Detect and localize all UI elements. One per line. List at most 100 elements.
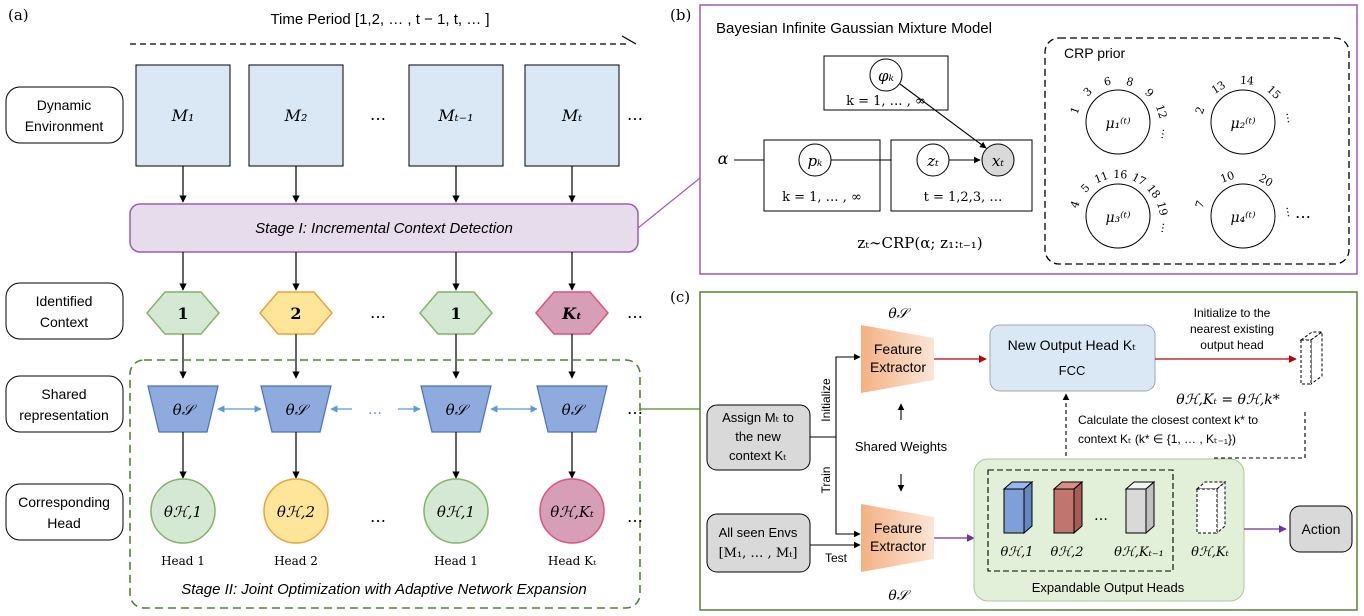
customer-number: 13 [1209,78,1228,96]
customer-number: 6 [1103,75,1113,89]
new-head-cube-placeholder [1299,331,1324,385]
head-ellipsis: … [370,507,386,526]
svg-text:Shared: Shared [41,386,86,402]
customer-number: ⋯ [1155,127,1170,140]
theta-assignment-equation: θℋ,Kₜ = θℋ,k* [1176,392,1279,408]
stage1-to-context-arrows [179,252,576,291]
svg-text:representation: representation [19,407,109,423]
feature-extractor-bottom: Feature Extractor [861,504,934,572]
theta-s-label: θ𝒮 [173,401,198,419]
svg-text:Context: Context [40,314,88,330]
customer-number: 12 [1153,103,1170,120]
context-hexagons: 1 2 1 Kₜ [146,291,609,335]
shared-representation-3: θ𝒮 [420,385,492,433]
svg-text:Head: Head [47,515,80,531]
crp-prior-title: CRP prior [1064,45,1126,61]
svg-text:Assign Mₜ to: Assign Mₜ to [722,410,794,425]
head-parameter: θℋ,1 [437,503,475,521]
svg-text:Stage I: Incremental Context D: Stage I: Incremental Context Detection [255,220,513,237]
table-mean: μ₄⁽ᵗ⁾ [1230,210,1256,226]
phi-to-x-arrow [899,83,987,149]
context-hexagon-2: 2 [259,291,333,335]
customer-number: 20 [1256,171,1275,189]
context-hexagon-1: 1 [146,291,220,335]
theta-s-label: θ𝒮 [562,401,587,419]
head-parameter: θℋ,1 [164,503,202,521]
head-parameter: θℋ,2 [277,503,315,521]
plate-t: zₜ xₜ t = 1,2,3, … [890,139,1033,212]
env-box-t-minus-1: Mₜ₋₁ [408,64,504,167]
svg-text:Identified: Identified [36,293,93,309]
svg-text:Mₜ: Mₜ [561,106,582,125]
svg-text:[M₁, … , Mₜ]: [M₁, … , Mₜ] [719,546,798,561]
shared-representation-4: θ𝒮 [536,385,608,433]
env-box-2: M₂ [248,64,344,167]
crp-equation: zₜ∼CRP(α; z₁:ₜ₋₁) [857,234,982,252]
context-ellipsis-end: … [627,303,643,322]
shared-representation-blocks: θ𝒮 θ𝒮 θ𝒮 θ𝒮 [147,385,608,433]
svg-text:zₜ: zₜ [926,152,939,170]
row-label-dynamic-environment: Dynamic Environment [5,86,124,144]
panel-b-label: (b) [670,6,691,24]
expandable-heads-region [973,458,1245,602]
head-cube-4: θℋ,Kₜ [1191,480,1230,560]
panel-a-label: (a) [8,6,29,24]
fe-top-theta: θ𝒮 [888,306,911,322]
plate-phi: φₖ k = 1, … , ∞ [823,55,949,111]
table-mean: μ₁⁽ᵗ⁾ [1105,116,1131,132]
head-cube-label: θℋ,2 [1050,545,1083,560]
context-to-shared-arrows [179,334,576,379]
svg-text:Dynamic: Dynamic [37,97,91,113]
panel-c-label: (c) [670,288,690,306]
customer-number: 8 [1125,75,1135,89]
stage2-label: Stage II: Joint Optimization with Adapti… [181,581,586,598]
env-box-1: M₁ [135,64,231,167]
svg-text:Action: Action [1302,521,1341,537]
svg-text:pₖ: pₖ [807,152,823,170]
head-parameter: θℋ,Kₜ [550,503,594,521]
shared-to-head-arrows [179,432,576,479]
calc-closest-line1: Calculate the closest context k* to [1078,413,1258,427]
theta-s-label: θ𝒮 [286,401,311,419]
svg-text:New Output Head Kₜ: New Output Head Kₜ [1008,337,1137,353]
head-cube-label: θℋ,Kₜ₋₁ [1114,545,1164,560]
train-label: Train [819,467,833,494]
existing-heads-group [987,469,1174,572]
env-box-t: Mₜ [524,64,620,167]
svg-text:xₜ: xₜ [992,152,1004,170]
svg-text:Extractor: Extractor [870,538,926,554]
svg-text:Mₜ₋₁: Mₜ₋₁ [437,106,473,125]
assign-box: Assign Mₜ to the new context Kₜ [706,404,811,471]
head-cube-1: θℋ,1 [1000,480,1034,560]
theta-s-label: θ𝒮 [446,401,471,419]
context-ellipsis: … [370,303,386,322]
context-label: Kₜ [561,304,582,323]
context-label: 2 [290,304,301,323]
head-cube-label: θℋ,Kₜ [1191,545,1230,560]
init-nearest-line3: output head [1200,338,1263,352]
svg-text:Feature: Feature [874,341,922,357]
customer-number: ⋯ [1280,206,1295,219]
time-period-label: Time Period [1,2, … , t − 1, t, … ] [270,11,489,28]
context-label: 1 [450,304,461,323]
time-axis-arrowhead [621,35,637,45]
customer-number: 14 [1239,74,1254,88]
svg-text:the new: the new [735,429,781,444]
svg-text:context Kₜ: context Kₜ [729,448,787,463]
fe-bottom-theta: θ𝒮 [888,588,911,604]
all-seen-envs-box: All seen Envs [M₁, … , Mₜ] [706,513,811,573]
svg-text:Corresponding: Corresponding [18,494,110,510]
svg-text:Feature: Feature [874,520,922,536]
svg-text:Extractor: Extractor [870,359,926,375]
shared-representation-2: θ𝒮 [260,385,332,433]
svg-text:φₖ: φₖ [878,67,895,85]
head-cube-label: θℋ,1 [1000,545,1033,560]
head-caption: Head 2 [274,554,318,568]
